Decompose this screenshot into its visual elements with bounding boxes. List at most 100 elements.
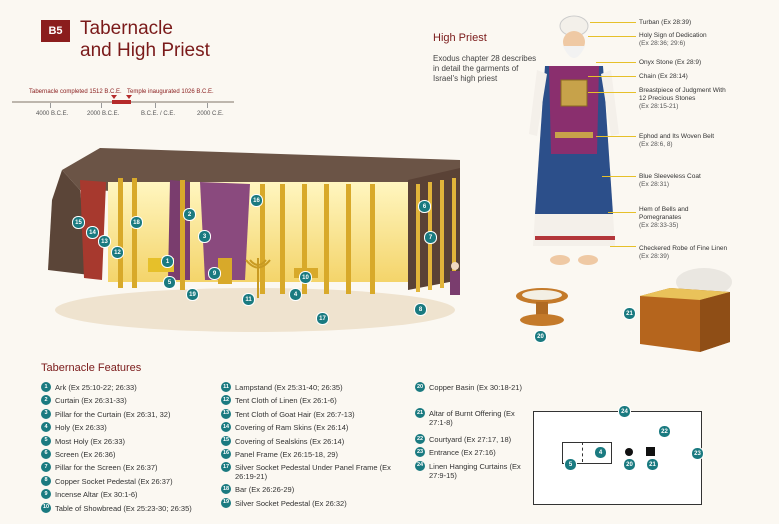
marker-10: 10 bbox=[299, 271, 312, 284]
features-column-3: 20 Copper Basin (Ex 30:18-21) 21 Altar of … bbox=[415, 382, 525, 480]
feature-number: 20 bbox=[415, 382, 425, 392]
tent-side bbox=[408, 168, 460, 290]
marker-18: 18 bbox=[130, 216, 143, 229]
plan-marker-4: 4 bbox=[594, 446, 607, 459]
feature-text: Covering of Sealskins (Ex 26:14) bbox=[235, 436, 345, 446]
feature-number: 21 bbox=[415, 408, 425, 418]
timeline-tick-mark bbox=[101, 103, 102, 108]
feature-text: Incense Altar (Ex 30:1-6) bbox=[55, 490, 138, 500]
feature-text: Pillar for the Screen (Ex 26:37) bbox=[55, 463, 158, 473]
feature-item: 7 Pillar for the Screen (Ex 26:37) bbox=[41, 462, 221, 476]
feature-number: 24 bbox=[415, 460, 425, 471]
high-priest-title: High Priest bbox=[433, 32, 487, 44]
marker-3: 3 bbox=[198, 230, 211, 243]
leader-line bbox=[590, 22, 636, 23]
leader-line bbox=[602, 176, 636, 177]
feature-number: 12 bbox=[221, 395, 231, 406]
feature-text: Copper Basin (Ex 30:18-21) bbox=[429, 383, 522, 392]
feature-text: Tent Cloth of Goat Hair (Ex 26:7-13) bbox=[235, 409, 355, 419]
timeline-tick-label: 4000 B.C.E. bbox=[36, 111, 69, 117]
priest-figure-head bbox=[451, 262, 459, 270]
feature-number: 3 bbox=[41, 408, 51, 419]
plan-marker-22: 22 bbox=[658, 425, 671, 438]
marker-6: 6 bbox=[418, 200, 431, 213]
marker-11: 11 bbox=[242, 293, 255, 306]
timeline-event-temple: Temple inaugurated 1026 B.C.E. bbox=[127, 89, 214, 95]
marker-14: 14 bbox=[86, 226, 99, 239]
feature-text: Table of Showbread (Ex 25:23-30; 26:35) bbox=[55, 503, 192, 513]
label-checkered-robe: Checkered Robe of Fine Linen(Ex 28:39) bbox=[639, 245, 728, 260]
feature-text: Bar (Ex 26:26-29) bbox=[235, 485, 295, 495]
altar-illustration bbox=[640, 268, 732, 352]
feature-item: 19 Silver Socket Pedestal (Ex 26:32) bbox=[221, 497, 391, 512]
feature-number: 19 bbox=[221, 497, 231, 508]
timeline-marker-tabernacle bbox=[111, 95, 117, 99]
label-onyx-stone: Onyx Stone (Ex 28:9) bbox=[639, 59, 702, 66]
feature-text: Linen Hanging Curtains (Ex 27:9-15) bbox=[429, 461, 521, 480]
feature-item: 9 Incense Altar (Ex 30:1-6) bbox=[41, 489, 221, 503]
feature-text: Screen (Ex 26:36) bbox=[55, 449, 116, 459]
feature-number: 7 bbox=[41, 462, 51, 473]
marker-12: 12 bbox=[111, 246, 124, 259]
plan-altar bbox=[646, 447, 655, 456]
feature-number: 10 bbox=[41, 502, 51, 513]
title-line-1: Tabernacle bbox=[80, 18, 173, 39]
plan-tabernacle-outline bbox=[562, 442, 612, 464]
feature-item: 4 Holy (Ex 26:33) bbox=[41, 422, 221, 436]
feature-item: 20 Copper Basin (Ex 30:18-21) bbox=[415, 382, 525, 409]
marker-5: 5 bbox=[163, 276, 176, 289]
feature-number: 6 bbox=[41, 448, 51, 459]
marker-8: 8 bbox=[414, 303, 427, 316]
label-breastpiece: Breastpiece of Judgment With 12 Precious… bbox=[639, 87, 726, 110]
marker-21: 21 bbox=[623, 307, 636, 320]
label-ephod: Ephod and Its Woven Belt(Ex 28:6, 8) bbox=[639, 133, 715, 148]
leader-line bbox=[596, 136, 636, 137]
timeline-tick-mark bbox=[155, 103, 156, 108]
leader-line bbox=[588, 76, 636, 77]
feature-text: Lampstand (Ex 25:31-40; 26:35) bbox=[235, 383, 343, 392]
feature-text: Courtyard (Ex 27:17, 18) bbox=[429, 435, 512, 444]
plan-marker-21: 21 bbox=[646, 458, 659, 471]
feature-item: 21 Altar of Burnt Offering (Ex 27:1-8) bbox=[415, 408, 525, 435]
label-blue-coat: Blue Sleeveless Coat(Ex 28:31) bbox=[639, 173, 701, 188]
copper-basin-illustration bbox=[516, 288, 568, 326]
marker-2: 2 bbox=[183, 208, 196, 221]
feature-number: 4 bbox=[41, 422, 51, 433]
marker-15: 15 bbox=[72, 216, 85, 229]
marker-9: 9 bbox=[208, 267, 221, 280]
label-holy-sign: Holy Sign of Dedication(Ex 28:36; 29:6) bbox=[639, 32, 707, 47]
feature-number: 15 bbox=[221, 435, 231, 446]
feature-text: Holy (Ex 26:33) bbox=[55, 423, 107, 433]
feature-number: 9 bbox=[41, 489, 51, 500]
feature-number: 22 bbox=[415, 434, 425, 444]
courtyard-plan: 5 4 20 21 22 bbox=[533, 411, 702, 505]
feature-text: Altar of Burnt Offering (Ex 27:1-8) bbox=[429, 409, 515, 427]
high-priest-description: Exodus chapter 28 describes in detail th… bbox=[433, 54, 537, 83]
ground-shadow bbox=[55, 288, 455, 332]
feature-number: 2 bbox=[41, 395, 51, 406]
plan-marker-20: 20 bbox=[623, 458, 636, 471]
feature-text: Silver Socket Pedestal (Ex 26:32) bbox=[235, 498, 347, 508]
features-title: Tabernacle Features bbox=[41, 362, 142, 374]
marker-1: 1 bbox=[161, 255, 174, 268]
feature-number: 18 bbox=[221, 484, 231, 495]
feature-item: 10 Table of Showbread (Ex 25:23-30; 26:35… bbox=[41, 502, 221, 517]
marker-17: 17 bbox=[316, 312, 329, 325]
plan-curtain-line bbox=[582, 442, 583, 462]
section-badge: B5 bbox=[41, 20, 70, 42]
label-hem: Hem of Bells and Pomegranates(Ex 28:33-3… bbox=[639, 206, 689, 229]
timeline-event-tabernacle: Tabernacle completed 1512 B.C.E. bbox=[29, 89, 122, 95]
high-priest-figure bbox=[529, 15, 619, 265]
feature-text: Silver Socket Pedestal Under Panel Frame… bbox=[235, 463, 391, 482]
timeline-tick-mark bbox=[50, 103, 51, 108]
feature-text: Most Holy (Ex 26:33) bbox=[55, 436, 126, 446]
label-turban: Turban (Ex 28:39) bbox=[639, 19, 692, 26]
